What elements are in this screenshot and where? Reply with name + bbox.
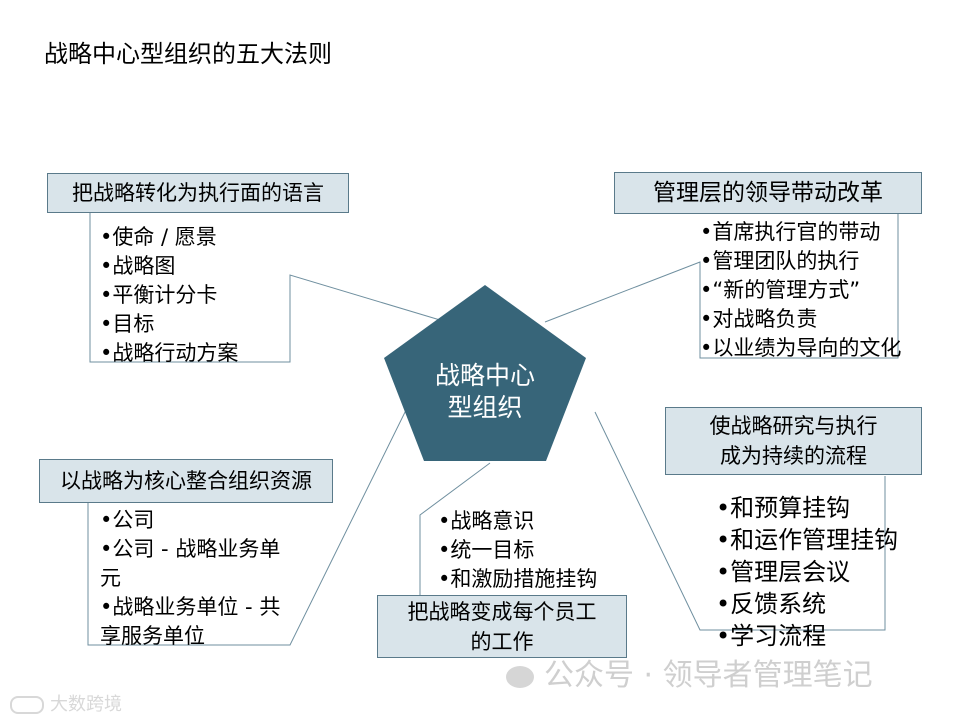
box-bottom-label-line2: 的工作: [470, 629, 534, 654]
box-mid-right-label-line1: 使战略研究与执行: [709, 414, 878, 438]
list-item: •战略图: [100, 254, 176, 278]
logo-label: 大数跨境: [50, 694, 122, 715]
box-bottom: 把战略变成每个员工 的工作: [377, 595, 627, 658]
list-item: •“新的管理方式”: [700, 278, 861, 302]
list-mid-left: •公司 •公司 - 战略业务单元 •战略业务单位 - 共享服务单位: [100, 506, 285, 651]
box-top-left: 把战略转化为执行面的语言: [47, 173, 349, 213]
list-item: •学习流程: [716, 622, 827, 650]
connector-mid-right: [594, 411, 886, 631]
list-item: •统一目标: [438, 538, 535, 562]
connector-mid-left: [87, 401, 411, 646]
list-item: •使命 / 愿景: [100, 225, 217, 249]
center-pentagon: [384, 285, 586, 461]
list-item: •反馈系统: [716, 590, 827, 618]
list-top-left: •使命 / 愿景 •战略图 •平衡计分卡 •目标 •战略行动方案: [100, 223, 238, 368]
watermark-label: 公众号 · 领导者管理笔记: [544, 658, 873, 693]
box-bottom-label-line1: 把战略变成每个员工: [407, 599, 597, 624]
watermark-text: 公众号 · 领导者管理笔记: [506, 650, 873, 694]
box-top-left-label: 把战略转化为执行面的语言: [72, 181, 324, 205]
box-top-right: 管理层的领导带动改革: [614, 172, 922, 214]
center-label-line1: 战略中心: [434, 361, 535, 390]
list-item: •以业绩为导向的文化: [700, 336, 902, 360]
wechat-icon: [506, 665, 534, 688]
box-mid-left-label: 以战略为核心整合组织资源: [60, 469, 312, 493]
box-top-right-label: 管理层的领导带动改革: [653, 180, 883, 206]
list-item: •平衡计分卡: [100, 283, 218, 307]
list-item: •战略意识: [438, 509, 535, 533]
list-item: •战略业务单位 - 共享服务单位: [100, 595, 281, 648]
box-mid-left: 以战略为核心整合组织资源: [39, 459, 333, 503]
list-top-right: •首席执行官的带动 •管理团队的执行 •“新的管理方式” •对战略负责 •以业绩…: [700, 218, 905, 363]
list-item: •和激励措施挂钩: [438, 567, 598, 591]
connector-bottom: [419, 462, 491, 595]
list-item: •对战略负责: [700, 307, 818, 331]
list-item: •和运作管理挂钩: [716, 526, 899, 554]
box-mid-right: 使战略研究与执行 成为持续的流程: [665, 407, 922, 475]
center-label: 战略中心 型组织: [400, 360, 570, 424]
list-item: •首席执行官的带动: [700, 220, 881, 244]
box-mid-right-label-line2: 成为持续的流程: [720, 444, 867, 468]
list-item: •管理团队的执行: [700, 249, 860, 273]
list-item: •目标: [100, 312, 155, 336]
list-item: •公司: [100, 508, 155, 532]
list-item: •管理层会议: [716, 558, 851, 586]
logo-watermark: 大数跨境: [10, 690, 122, 716]
list-bottom: •战略意识 •统一目标 •和激励措施挂钩: [438, 507, 597, 594]
page-title: 战略中心型组织的五大法则: [44, 40, 332, 68]
connector-top-right: [544, 213, 899, 359]
logo-icon: [10, 696, 44, 714]
list-item: •战略行动方案: [100, 341, 239, 365]
list-item: •和预算挂钩: [716, 494, 851, 522]
list-mid-right: •和预算挂钩 •和运作管理挂钩 •管理层会议 •反馈系统 •学习流程: [716, 492, 898, 652]
center-label-line2: 型组织: [447, 393, 523, 422]
connector-top-left: [89, 213, 441, 363]
list-item: •公司 - 战略业务单元: [100, 537, 281, 590]
